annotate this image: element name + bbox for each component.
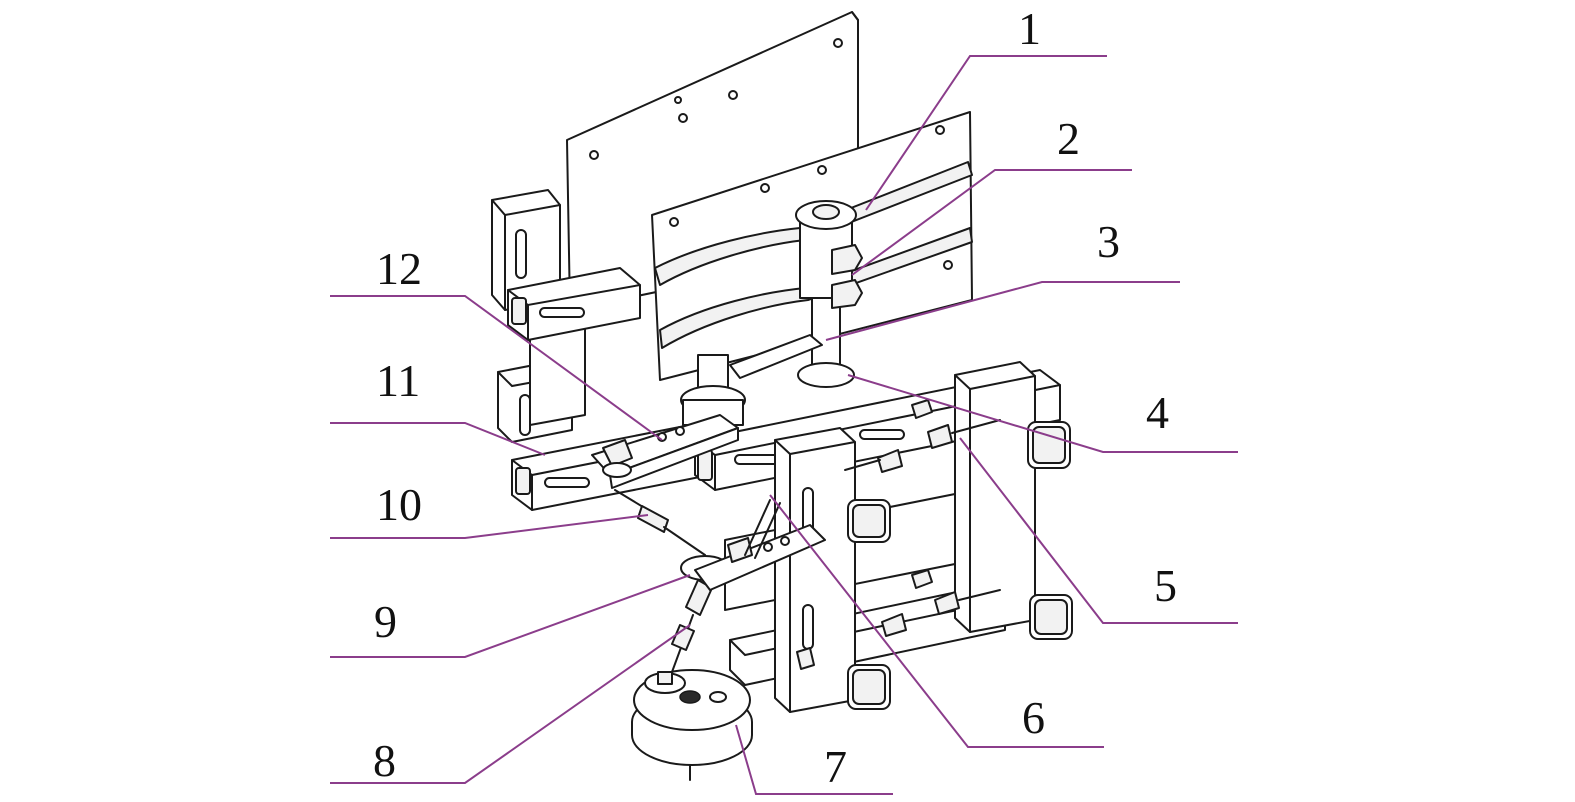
callout-label-7: 7 <box>824 741 847 792</box>
leader-line-12 <box>330 295 663 441</box>
callout-label-10: 10 <box>376 479 422 530</box>
leader-lines <box>330 55 1238 795</box>
leader-line-9 <box>330 574 691 658</box>
leader-line-10 <box>330 514 649 539</box>
leader-line-1 <box>865 55 1107 211</box>
drive-rod <box>744 499 771 556</box>
leader-line-2 <box>851 169 1132 276</box>
leader-line-11 <box>330 422 546 456</box>
callout-labels: 1 2 3 4 5 6 7 8 9 10 11 12 <box>373 3 1177 792</box>
right-vertical-post-front <box>774 427 856 713</box>
leader-line-7 <box>735 724 893 795</box>
callout-label-1: 1 <box>1018 3 1041 54</box>
right-vertical-post-back <box>954 361 1036 633</box>
callout-label-11: 11 <box>376 355 420 406</box>
leader-line-8 <box>330 624 691 784</box>
callout-label-5: 5 <box>1154 560 1177 611</box>
lower-crank-plate <box>694 524 826 591</box>
callout-label-9: 9 <box>374 596 397 647</box>
crank-arm <box>591 414 739 489</box>
center-link-arm <box>729 334 823 379</box>
callout-label-4: 4 <box>1146 387 1169 438</box>
callout-label-3: 3 <box>1097 216 1120 267</box>
tube-ends <box>847 421 1073 710</box>
connecting-rod <box>614 489 730 673</box>
leader-line-6 <box>769 494 1104 748</box>
leader-line-3 <box>825 281 1180 341</box>
fasteners <box>796 399 1001 670</box>
shaft-assembly <box>795 200 863 388</box>
callout-label-8: 8 <box>373 735 396 786</box>
left-horizontal-tube-upper <box>507 267 641 341</box>
mechanism-drawing <box>491 11 1073 781</box>
callout-label-12: 12 <box>376 243 422 294</box>
left-shaft <box>680 354 746 426</box>
leader-line-5 <box>959 437 1238 624</box>
callout-label-2: 2 <box>1057 113 1080 164</box>
callout-label-6: 6 <box>1022 692 1045 743</box>
leader-line-4 <box>847 374 1238 453</box>
pulley-wheel <box>631 669 753 781</box>
